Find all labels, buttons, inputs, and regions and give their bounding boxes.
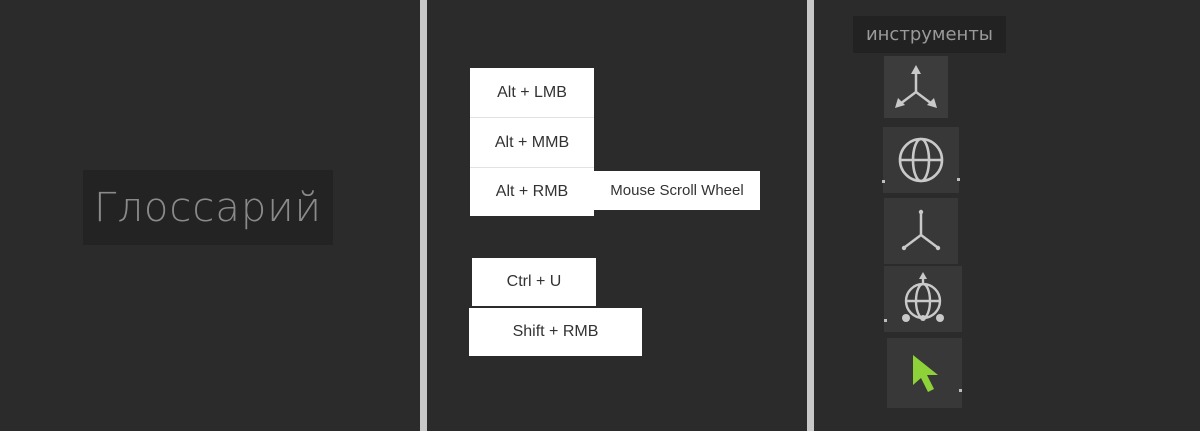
rotate-tool-corner-marker-right (957, 178, 960, 181)
shortcut-ctrl-u: Ctrl + U (472, 258, 596, 306)
rotate-tool-button[interactable] (882, 127, 960, 193)
glossary-title: Глоссарий (83, 170, 333, 245)
select-tool-button[interactable] (887, 338, 962, 408)
panel-divider-left (420, 0, 427, 431)
tools-label: инструменты (853, 16, 1006, 53)
move-tool-button[interactable] (884, 56, 948, 118)
shortcut-mouse-scroll-wheel: Mouse Scroll Wheel (594, 171, 760, 210)
shortcut-alt-mmb: Alt + MMB (470, 118, 594, 168)
select-tool-corner-marker (959, 389, 962, 392)
scale-axes-icon (901, 209, 941, 251)
panel-divider-right (807, 0, 814, 431)
left-panel: Глоссарий (0, 0, 420, 431)
move-axes-icon (895, 65, 937, 108)
right-panel (814, 0, 1200, 431)
rotate-globe-icon (898, 137, 944, 183)
rotate-tool-corner-marker (882, 180, 885, 183)
shortcut-alt-rmb: Alt + RMB (470, 168, 594, 216)
universal-tool-corner-marker (884, 319, 887, 322)
shortcut-alt-lmb: Alt + LMB (470, 68, 594, 118)
select-cursor-icon (912, 355, 938, 392)
universal-transform-icon (902, 272, 944, 322)
shortcut-shift-rmb: Shift + RMB (469, 308, 642, 356)
scale-tool-button[interactable] (884, 198, 958, 264)
universal-transform-tool-button[interactable] (884, 266, 962, 332)
